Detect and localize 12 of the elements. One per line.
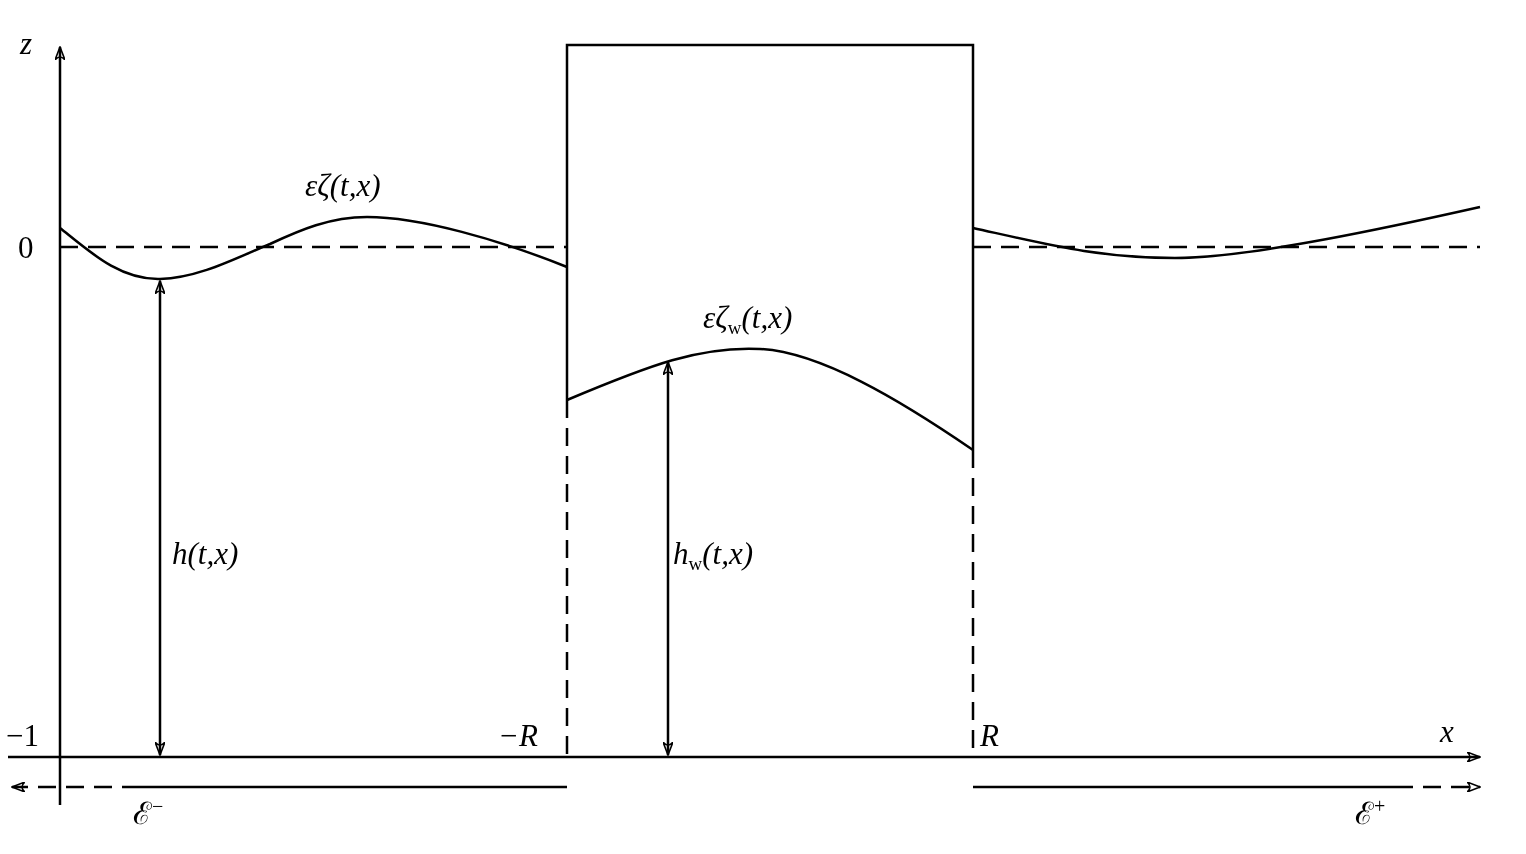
axis-label: z bbox=[20, 26, 33, 62]
tick-label: R bbox=[980, 718, 999, 754]
math-label: εζ(t,x) bbox=[305, 168, 381, 204]
math-label: εζ$_{w}$(t,x) bbox=[703, 300, 793, 340]
tick-label: 0 bbox=[18, 230, 34, 266]
math-label: ℰ$^{−}$ bbox=[133, 796, 164, 832]
tick-label: −R bbox=[498, 718, 538, 754]
math-label: ℰ$^{+}$ bbox=[1355, 796, 1386, 832]
axis-label: x bbox=[1440, 714, 1454, 750]
math-label: h$_{w}$(t,x) bbox=[673, 536, 753, 576]
tick-label: −1 bbox=[6, 718, 39, 754]
math-label: h(t,x) bbox=[172, 536, 239, 572]
